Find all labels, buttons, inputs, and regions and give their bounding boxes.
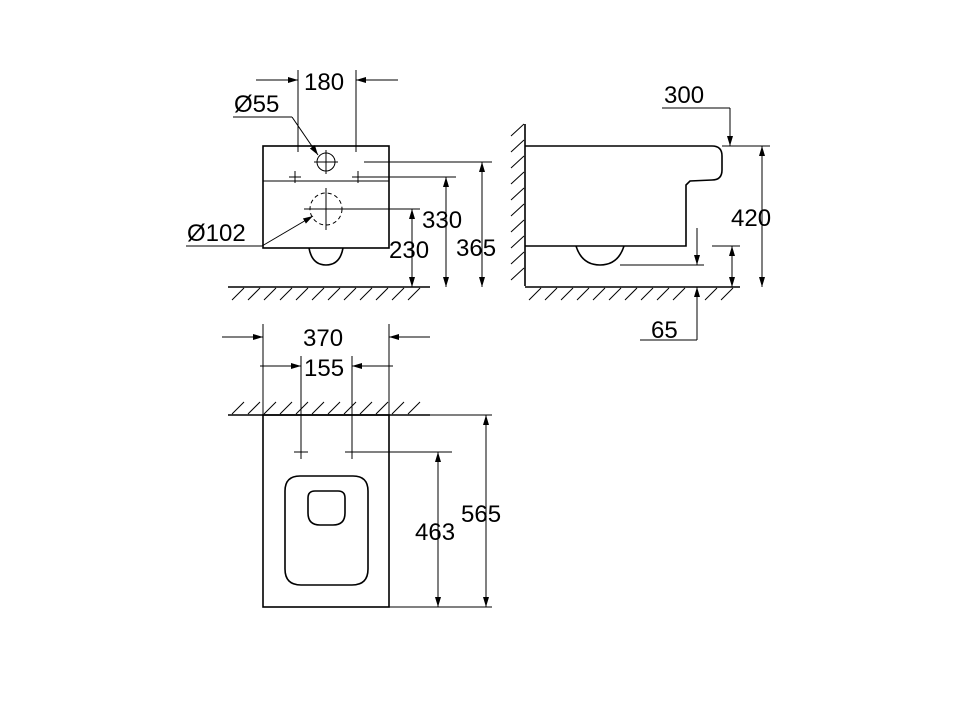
top-wall-hatch bbox=[231, 401, 421, 415]
dim-155-label: 155 bbox=[304, 355, 344, 382]
dim-300-label: 300 bbox=[664, 82, 704, 109]
side-wall-hatch bbox=[510, 123, 525, 281]
front-view: 180 Ø55 Ø102 230 330 365 bbox=[186, 69, 496, 301]
dim-420-label: 420 bbox=[731, 205, 771, 232]
top-seat-handle bbox=[307, 490, 346, 526]
dim-65-label: 65 bbox=[651, 317, 678, 344]
dim-inlet-diameter-label: Ø55 bbox=[234, 91, 279, 118]
top-seat-outline bbox=[284, 475, 369, 586]
front-body-outline bbox=[262, 145, 390, 249]
top-body-outline bbox=[262, 414, 390, 608]
side-floor-hatch bbox=[528, 287, 734, 301]
side-view: 300 420 65 bbox=[510, 82, 771, 344]
dim-365-label: 365 bbox=[456, 235, 496, 262]
dim-463-label: 463 bbox=[415, 519, 455, 546]
front-bowl-bottom bbox=[308, 247, 344, 266]
dim-565-label: 565 bbox=[461, 501, 501, 528]
front-floor-hatch bbox=[231, 287, 421, 301]
dim-370-label: 370 bbox=[303, 325, 343, 352]
top-view: 370 155 463 565 bbox=[222, 324, 501, 608]
dim-230-label: 230 bbox=[389, 237, 429, 264]
front-fixing-marks bbox=[289, 171, 364, 183]
dim-330-label: 330 bbox=[422, 207, 462, 234]
dim-outlet-diameter-label: Ø102 bbox=[187, 220, 246, 247]
side-body-outline bbox=[525, 145, 723, 247]
top-fixing-marks bbox=[294, 445, 359, 459]
side-bowl-bottom bbox=[575, 245, 625, 266]
dim-180-label: 180 bbox=[304, 69, 344, 96]
